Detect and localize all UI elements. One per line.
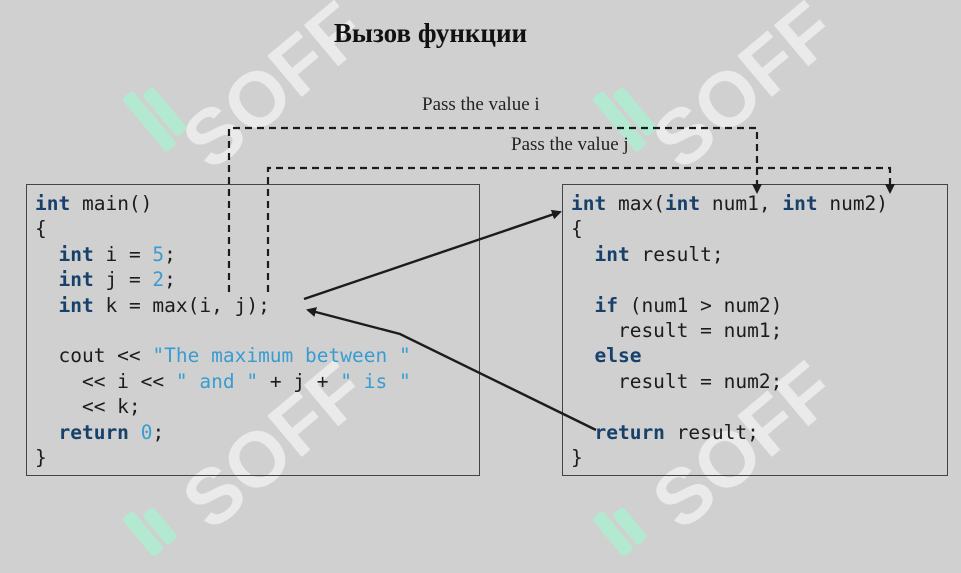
arrows-layer: [227, 126, 895, 432]
code-literal: 0: [140, 420, 153, 444]
page-title: Вызов функции: [333, 18, 528, 48]
max-function-box: int max(int num1, int num2){ int result;…: [562, 184, 948, 476]
code-literal: " and ": [175, 369, 259, 393]
code-keyword: int: [58, 293, 94, 317]
code-text: cout <<: [35, 344, 153, 368]
code-line: }: [35, 445, 47, 470]
code-text: ;: [152, 420, 165, 444]
code-keyword: int: [571, 192, 607, 215]
code-text: j =: [93, 268, 153, 292]
code-keyword: int: [594, 242, 630, 266]
code-text: result;: [629, 242, 724, 266]
code-line: {: [35, 216, 47, 241]
code-keyword: int: [782, 192, 818, 215]
code-literal: "The maximum between ": [152, 344, 411, 368]
code-literal: 5: [152, 242, 165, 266]
code-line: << i << " and " + j + " is ": [35, 369, 411, 394]
code-line: return 0;: [35, 420, 164, 445]
code-text: k = max(i, j);: [93, 293, 270, 317]
code-text: result = num1;: [571, 319, 783, 342]
label-pass-i: Pass the value i: [422, 94, 540, 115]
pass-j-dashed-arrow: [266, 166, 895, 292]
code-text: (num1 > num2): [617, 293, 783, 317]
code-keyword: else: [594, 344, 642, 368]
code-line: int j = 2;: [35, 267, 176, 292]
code-keyword: return: [594, 420, 665, 444]
code-keyword: int: [58, 268, 94, 292]
code-keyword: int: [664, 192, 701, 215]
code-line: cout << "The maximum between ": [35, 343, 411, 368]
code-line: {: [571, 216, 583, 241]
code-keyword: return: [58, 420, 129, 444]
main-function-box: int main(){ int i = 5; int j = 2; int k …: [26, 184, 480, 476]
code-text: << k;: [35, 395, 141, 419]
code-keyword: int: [35, 192, 71, 215]
code-text: num2): [817, 192, 889, 215]
code-line: else: [571, 343, 641, 368]
code-literal: " is ": [340, 369, 411, 393]
code-line: int max(int num1, int num2): [571, 191, 888, 216]
code-text: ;: [164, 242, 176, 266]
code-text: + j +: [258, 369, 341, 393]
code-text: {: [571, 217, 583, 241]
slide: SOFF SOFF SOFF SOFF Вызов функции Pass t…: [26, 0, 948, 558]
code-text: }: [35, 446, 47, 469]
code-text: << i <<: [35, 369, 176, 393]
code-text: }: [571, 446, 583, 469]
code-line: }: [571, 445, 583, 470]
code-line: int main(): [35, 191, 152, 216]
code-line: return result;: [571, 420, 759, 445]
code-line: result = num1;: [571, 318, 782, 343]
code-line: if (num1 > num2): [571, 293, 782, 318]
code-keyword: int: [58, 242, 94, 266]
code-line: int k = max(i, j);: [35, 293, 270, 318]
code-keyword: if: [594, 293, 618, 317]
code-text: i =: [93, 242, 153, 266]
label-pass-j: Pass the value j: [511, 134, 629, 155]
code-text: num1,: [700, 192, 783, 215]
code-text: result;: [664, 420, 759, 444]
code-text: result = num2;: [571, 369, 783, 393]
return-arrow: [306, 307, 597, 432]
code-line: << k;: [35, 394, 141, 419]
code-line: result = num2;: [571, 369, 782, 394]
call-arrow: [303, 209, 562, 301]
code-line: int i = 5;: [35, 242, 176, 267]
code-text: max(: [606, 192, 665, 215]
code-literal: 2: [152, 268, 165, 292]
code-text: ;: [164, 268, 176, 292]
code-text: {: [35, 217, 47, 241]
pass-i-dashed-arrow: [227, 126, 762, 292]
code-text: main(): [70, 192, 153, 215]
code-line: int result;: [571, 242, 724, 267]
